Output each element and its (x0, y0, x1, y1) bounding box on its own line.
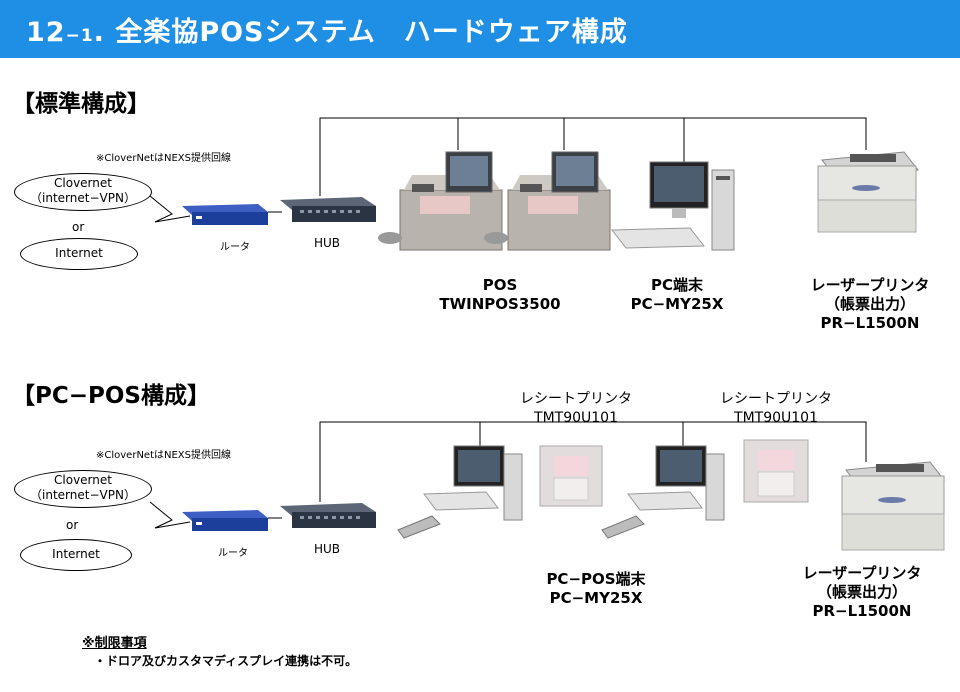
laser-printer-icon (817, 151, 919, 233)
printer-label-line3: PR−L1500N (820, 314, 920, 332)
pos-label-line1: POS (482, 276, 518, 294)
pos-label: POS TWINPOS3500 (430, 276, 570, 314)
standard-connection-lines (149, 117, 867, 223)
laser-printer-label: レーザープリンタ （帳票出力） PR−L1500N (800, 276, 940, 333)
hub-label: HUB (314, 542, 341, 556)
pos-terminal-icon (484, 151, 611, 251)
title-subnumber: −1 (65, 26, 94, 46)
hub-icon (280, 503, 376, 528)
receipt-printer-label-line2: TMT90U101 (534, 410, 618, 426)
title-bar: 12−1. 全楽協POSシステム ハードウェア構成 (0, 0, 960, 58)
pcpos-connection-lines (149, 421, 867, 529)
hub-label: HUB (314, 236, 341, 250)
pcpos-terminal-icon (601, 445, 725, 539)
router-label: ルータ (220, 242, 250, 253)
router-icon (182, 204, 268, 225)
router-icon (182, 510, 268, 531)
printer-label-line1: レーザープリンタ (802, 564, 922, 582)
internet-ellipse: Internet (20, 238, 138, 270)
hub-icon (280, 197, 376, 222)
pcpos-terminal-icon (397, 445, 523, 539)
pcpos-label-line1: PC−POS端末 (546, 570, 646, 588)
printer-label-line1: レーザープリンタ (810, 276, 930, 294)
pcpos-terminal-label: PC−POS端末 PC−MY25X (526, 570, 666, 608)
pcpos-label-line2: PC−MY25X (549, 589, 643, 607)
page-title: 12−1. 全楽協POSシステム ハードウェア構成 (26, 10, 628, 49)
receipt-printer-label-line1: レシートプリンタ (520, 391, 632, 407)
printer-label-line2: （帳票出力） (816, 583, 907, 601)
pc-label-line2: PC−MY25X (630, 295, 724, 313)
title-text: . 全楽協POSシステム ハードウェア構成 (93, 17, 628, 48)
restrictions-body: ・ドロア及びカスタマディスプレイ連携は不可。 (94, 654, 358, 668)
laser-printer-label: レーザープリンタ （帳票出力） PR−L1500N (792, 564, 932, 621)
receipt-printer-icon (539, 445, 603, 507)
internet-ellipse: Internet (20, 539, 132, 571)
pos-label-line2: TWINPOS3500 (439, 295, 561, 313)
clovernet-ellipse: Clovernet （internet−VPN） (14, 173, 152, 211)
router-label: ルータ (218, 548, 248, 559)
printer-label-line2: （帳票出力） (824, 295, 915, 313)
printer-label-line3: PR−L1500N (812, 602, 912, 620)
receipt-printer-label-line1: レシートプリンタ (720, 391, 832, 407)
restrictions-title: ※制限事項 (82, 636, 147, 651)
clovernet-ellipse: Clovernet （internet−VPN） (14, 470, 152, 508)
title-number: 12 (26, 17, 66, 48)
pc-terminal-icon (610, 161, 735, 251)
network-note: ※CloverNetはNEXS提供回線 (96, 450, 231, 461)
or-label: or (72, 220, 85, 234)
receipt-printer-label-line2: TMT90U101 (734, 410, 818, 426)
pc-label-line1: PC端末 (650, 276, 703, 294)
section-title-pcpos: 【PC−POS構成】 (12, 383, 210, 409)
internet-label: Internet (52, 547, 100, 561)
section-title-standard: 【標準構成】 (12, 91, 150, 117)
receipt-printer-label: レシートプリンタ TMT90U101 (706, 390, 846, 428)
pos-terminal-icon (378, 151, 503, 251)
receipt-printer-icon (743, 439, 809, 503)
clovernet-sublabel: （internet−VPN） (30, 191, 136, 205)
or-label: or (66, 518, 79, 532)
network-note: ※CloverNetはNEXS提供回線 (96, 153, 231, 164)
laser-printer-icon (841, 461, 945, 551)
clovernet-label: Clovernet (54, 176, 112, 190)
receipt-printer-label: レシートプリンタ TMT90U101 (506, 390, 646, 428)
internet-label: Internet (55, 246, 103, 260)
pc-terminal-label: PC端末 PC−MY25X (612, 276, 742, 314)
clovernet-label: Clovernet (54, 473, 112, 487)
clovernet-sublabel: （internet−VPN） (30, 488, 136, 502)
